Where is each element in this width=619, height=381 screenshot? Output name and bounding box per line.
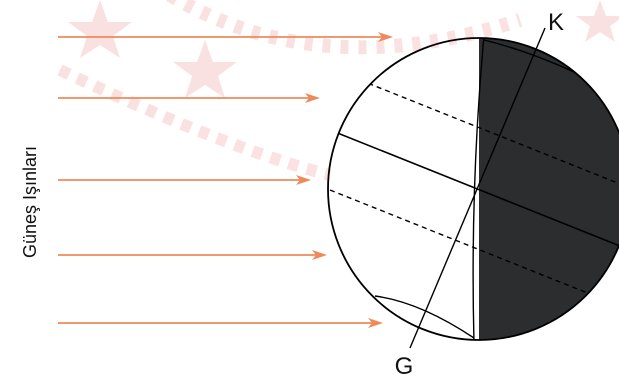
antarctic-circle-arc [375, 296, 474, 338]
watermark-star [173, 40, 237, 98]
sun-rays [58, 32, 393, 328]
watermark-star [576, 0, 619, 42]
earth-globe [328, 28, 619, 350]
north-pole-label: K [548, 9, 564, 36]
watermark-star [68, 0, 132, 58]
south-pole-label: G [395, 353, 414, 380]
sun-rays-label: Güneş Işınları [20, 146, 40, 258]
night-side [479, 30, 619, 350]
